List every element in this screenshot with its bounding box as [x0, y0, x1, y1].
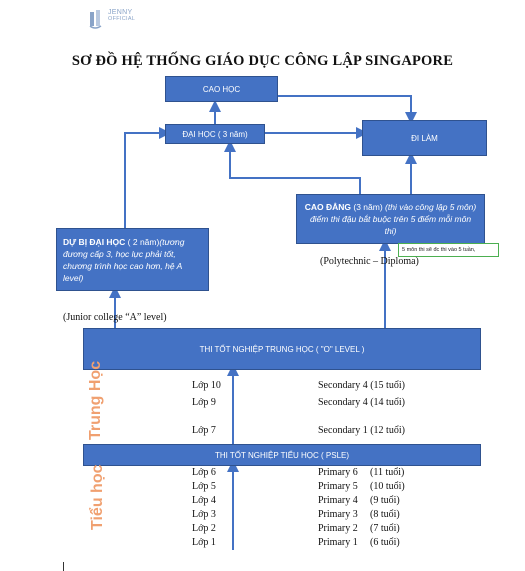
age-label: (10 tuổi) [370, 481, 405, 492]
grade-label: Lớp 1 [192, 537, 216, 548]
grade-label: Lớp 3 [192, 509, 216, 520]
box-du-bi-detail: (tương đương cấp 3, học lực phải tốt, ch… [63, 236, 185, 283]
secondary-row: Lớp 9 [192, 397, 216, 408]
grade-label: Lớp 6 [192, 467, 216, 478]
logo-brand: JENNY [108, 9, 133, 16]
box-cao-hoc: CAO HỌC [165, 76, 278, 102]
age-label: (9 tuổi) [370, 495, 400, 506]
secondary-level: Secondary 4 (15 tuổi) [318, 380, 405, 391]
primary-grade: Lớp 6 [192, 467, 216, 478]
box-thi-o-level: THI TỐT NGHIỆP TRUNG HỌC ( "O" LEVEL ) [83, 328, 481, 370]
primary-level: Primary 6 [318, 467, 358, 478]
level-label: Secondary 4 (14 tuổi) [318, 397, 405, 408]
primary-grade: Lớp 1 [192, 537, 216, 548]
primary-age: (6 tuổi) [370, 537, 400, 548]
box-dai-hoc: ĐẠI HỌC ( 3 năm) [165, 124, 265, 144]
primary-age: (11 tuổi) [370, 467, 404, 478]
line-dubi-daihoc [124, 127, 171, 228]
side-label-tieu-hoc: Tiểu học [89, 464, 106, 531]
box-cao-dang: CAO ĐẲNG (3 năm) (thi vào công lập 5 môn… [296, 194, 485, 244]
line-caohoc-dilam [278, 95, 417, 124]
secondary-row: Lớp 10 [192, 380, 221, 391]
primary-age: (9 tuổi) [370, 495, 400, 506]
grade-label: Lớp 4 [192, 495, 216, 506]
primary-level: Primary 3 [318, 509, 358, 520]
box-cao-hoc-label: CAO HỌC [202, 84, 241, 94]
primary-grade: Lớp 3 [192, 509, 216, 520]
text-cursor [63, 562, 64, 571]
line-caodang-daihoc [224, 140, 361, 194]
box-cao-dang-detail: (thi vào công lập 5 môn) điểm thi đậu bắ… [309, 202, 477, 236]
age-label: (6 tuổi) [370, 537, 400, 548]
secondary-level: Secondary 1 (12 tuổi) [318, 425, 405, 436]
box-dai-hoc-label: ĐẠI HỌC ( 3 năm) [182, 129, 248, 139]
comment-note: 5 môn thi sẽ đc thi vào 5 tuần, [398, 243, 499, 257]
level-label: Secondary 1 (12 tuổi) [318, 425, 405, 436]
level-label: Secondary 4 (15 tuổi) [318, 380, 405, 391]
primary-age: (10 tuổi) [370, 481, 405, 492]
grade-label: Lớp 7 [192, 425, 216, 436]
box-cao-dang-duration: (3 năm) [351, 202, 386, 212]
box-di-lam-label: ĐI LÀM [411, 133, 438, 143]
level-label: Primary 1 [318, 537, 358, 548]
box-di-lam: ĐI LÀM [362, 120, 487, 156]
primary-level: Primary 5 [318, 481, 358, 492]
caption-junior-college: (Junior college “A” level) [63, 312, 167, 323]
primary-grade: Lớp 2 [192, 523, 216, 534]
secondary-level: Secondary 4 (14 tuổi) [318, 397, 405, 408]
level-label: Primary 2 [318, 523, 358, 534]
box-thi-psle: THI TỐT NGHIỆP TIỂU HỌC ( PSLE) [83, 444, 481, 466]
grade-label: Lớp 2 [192, 523, 216, 534]
box-du-bi-title: DỰ BỊ ĐẠI HỌC [63, 236, 126, 247]
grade-label: Lớp 5 [192, 481, 216, 492]
primary-grade: Lớp 4 [192, 495, 216, 506]
box-thi-o-level-label: THI TỐT NGHIỆP TRUNG HỌC ( "O" LEVEL ) [199, 344, 365, 354]
primary-age: (7 tuổi) [370, 523, 400, 534]
caption-polytechnic: (Polytechnic – Diploma) [320, 256, 419, 267]
level-label: Primary 5 [318, 481, 358, 492]
side-label-trung-hoc: Trung Học [87, 360, 104, 440]
box-thi-psle-label: THI TỐT NGHIỆP TIỂU HỌC ( PSLE) [214, 450, 350, 460]
primary-grade: Lớp 5 [192, 481, 216, 492]
primary-level: Primary 4 [318, 495, 358, 506]
box-cao-dang-title: CAO ĐẲNG [304, 202, 352, 212]
age-label: (11 tuổi) [370, 467, 405, 478]
primary-age: (8 tuổi) [370, 509, 400, 520]
logo-icon [89, 10, 102, 29]
logo-text: JENNY OFFICIAL [108, 9, 135, 23]
page-title: SƠ ĐỒ HỆ THỐNG GIÁO DỤC CÔNG LẬP SINGAPO… [71, 53, 454, 69]
jenny-logo [88, 8, 148, 30]
age-label: (8 tuổi) [370, 509, 400, 520]
primary-level: Primary 1 [318, 537, 358, 548]
box-du-bi-duration: ( 2 năm) [125, 236, 160, 247]
logo-sub: OFFICIAL [108, 16, 136, 22]
primary-level: Primary 2 [318, 523, 358, 534]
age-label: (7 tuổi) [370, 523, 400, 534]
level-label: Primary 3 [318, 509, 358, 520]
secondary-row: Lớp 7 [192, 425, 216, 436]
grade-label: Lớp 9 [192, 397, 216, 408]
grade-label: Lớp 10 [192, 380, 221, 391]
level-label: Primary 4 [318, 495, 358, 506]
level-label: Primary 6 [318, 467, 358, 478]
box-du-bi-dai-hoc: DỰ BỊ ĐẠI HỌC ( 2 năm)(tương đương cấp 3… [56, 228, 209, 291]
